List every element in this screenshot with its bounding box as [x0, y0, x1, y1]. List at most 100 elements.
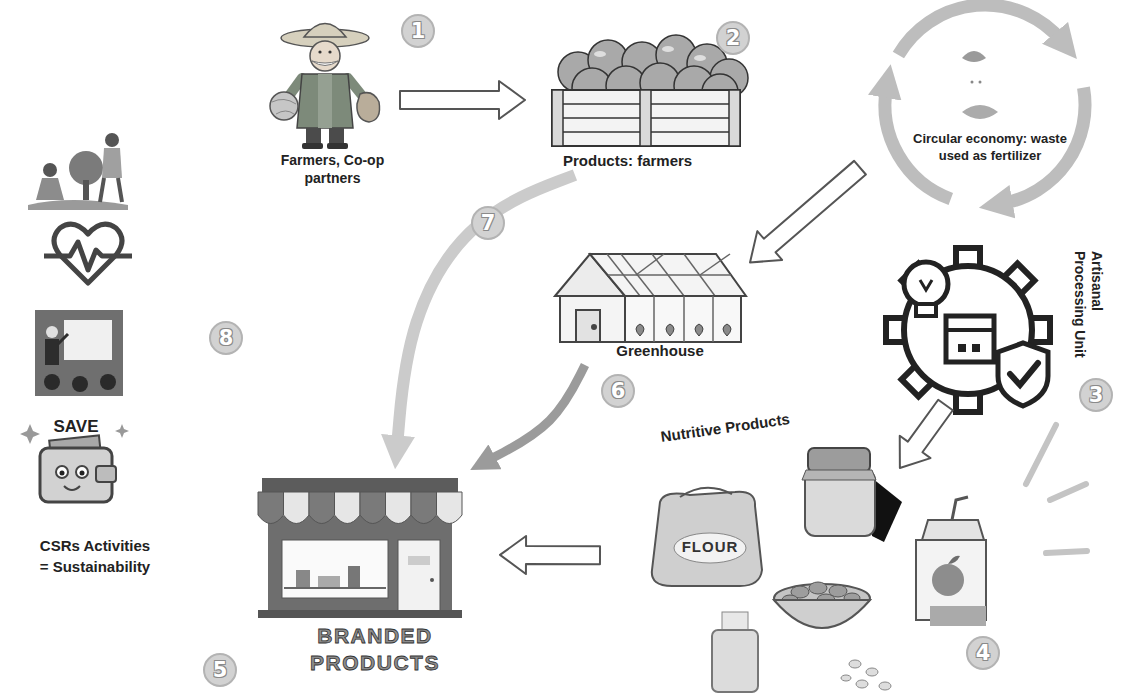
processing-gear-part [958, 344, 966, 352]
shop-illustration-part [268, 516, 452, 612]
csr-icons-part [60, 471, 65, 476]
product-items-part [712, 630, 758, 692]
product-items-part [922, 520, 984, 540]
greenhouse-illustration-part [592, 325, 596, 329]
shop-illustration-part-part [335, 492, 361, 524]
product-items-part [952, 497, 968, 520]
farmer-illustration-part [306, 128, 321, 144]
csr-icons-part [96, 466, 116, 482]
wallet-text: SAVE [36, 417, 116, 437]
shop-illustration-part [258, 610, 462, 618]
produce-crate-part [552, 90, 740, 146]
product-items-part [930, 606, 986, 626]
produce-crate-part [729, 90, 740, 146]
node-label: Products: farmers [563, 152, 745, 170]
greenhouse-illustration-part-part [683, 296, 685, 342]
ray-lines-part [1046, 551, 1087, 553]
greenhouse-illustration-part-part [607, 254, 640, 296]
shop-illustration-part [408, 556, 430, 565]
callout-number: 8 [209, 321, 243, 355]
farmer-illustration-part [310, 41, 340, 71]
shop-illustration-part [398, 540, 440, 612]
node-label: Circular economy: waste used as fertiliz… [897, 130, 1083, 164]
shop-illustration-part-part [284, 492, 310, 524]
greenhouse-illustration-part-part [608, 274, 731, 276]
flow-block-arrow [900, 400, 953, 468]
csr-icons-part [56, 466, 68, 478]
shop-illustration-part [348, 566, 360, 588]
csr-icons-part [43, 163, 57, 177]
shop-illustration-part [258, 492, 462, 524]
node-label: Greenhouse [595, 342, 725, 360]
processing-gear-part [920, 280, 932, 290]
csr-icons-part [35, 310, 123, 396]
greenhouse-illustration-part [654, 296, 713, 342]
shop-illustration-part [296, 570, 310, 588]
product-items-part [808, 448, 870, 472]
cycle-group: Circular economy: waste used as fertiliz… [860, 0, 1120, 215]
product-items-part [802, 470, 876, 480]
callout-number: 2 [716, 21, 750, 55]
product-items-part-part [866, 668, 878, 676]
processing-gear-part [998, 343, 1048, 406]
callout-number: 1 [401, 14, 435, 48]
csr-icons-part [76, 466, 88, 478]
node-label: BRANDED PRODUCTS [270, 622, 480, 676]
csr-icons-part [44, 374, 60, 390]
greenhouse-illustration-part-part [636, 324, 731, 336]
csr-icons-part [64, 320, 112, 360]
produce-crate-part [640, 90, 651, 146]
processing-gear-part [946, 328, 994, 332]
greenhouse-illustration-part-part [700, 254, 730, 275]
greenhouse-illustration-part [560, 296, 625, 342]
csr-icons-part [100, 374, 116, 390]
csr-icons-part [105, 133, 119, 147]
package-text: FLOUR [668, 538, 752, 555]
product-items-part-part [849, 660, 861, 668]
farmer-illustration-part [329, 128, 344, 144]
processing-unit: Artisanal Processing Unit [875, 245, 1110, 405]
produce-crate-part [552, 90, 563, 146]
flow-curve-arrow [493, 365, 585, 458]
greenhouse-illustration-part-part [636, 254, 664, 275]
farmer-illustration-part [318, 74, 332, 128]
produce-crate [552, 35, 748, 146]
product-items-part [652, 492, 762, 586]
csr-icons-part [58, 334, 68, 344]
produce-crate-part-part [662, 46, 674, 52]
cycle-face [962, 51, 998, 119]
processing-gear-part [916, 304, 936, 316]
product-items [652, 448, 986, 692]
cycle-face-part [962, 105, 998, 119]
ray-lines-part [1050, 484, 1086, 500]
shop-illustration-part [318, 576, 340, 588]
shop-group: BRANDED PRODUCTS [250, 470, 500, 685]
greenhouse-illustration-part [625, 296, 741, 342]
callout-number: 4 [966, 636, 1000, 670]
farmer-illustration-part [270, 92, 298, 120]
cycle-face-part [979, 81, 982, 84]
product-items-part-part [841, 675, 851, 681]
farmer-illustration-part [304, 24, 346, 38]
product-items-part-part [856, 680, 868, 688]
csr-icons-part [69, 151, 103, 185]
csr-panel: CSRs Activities = Sustainability [10, 125, 180, 600]
farmer-illustration-part [357, 93, 380, 122]
produce-group: Products: farmers [525, 35, 745, 175]
farmer-illustration-part [328, 50, 331, 53]
csr-icons-part [46, 326, 58, 338]
farmer-illustration-part [327, 143, 348, 149]
flow-block-arrow [500, 536, 600, 574]
csr-icons-part [64, 486, 80, 490]
processing-gear-part [886, 248, 1050, 412]
product-items-part-part [879, 682, 891, 690]
flow-block-arrow [400, 81, 525, 119]
processing-gear-part [904, 262, 948, 306]
produce-crate-part [594, 46, 706, 61]
greenhouse-illustration-part [576, 310, 600, 342]
product-items-part [872, 478, 902, 542]
greenhouse-illustration-part [607, 254, 731, 296]
